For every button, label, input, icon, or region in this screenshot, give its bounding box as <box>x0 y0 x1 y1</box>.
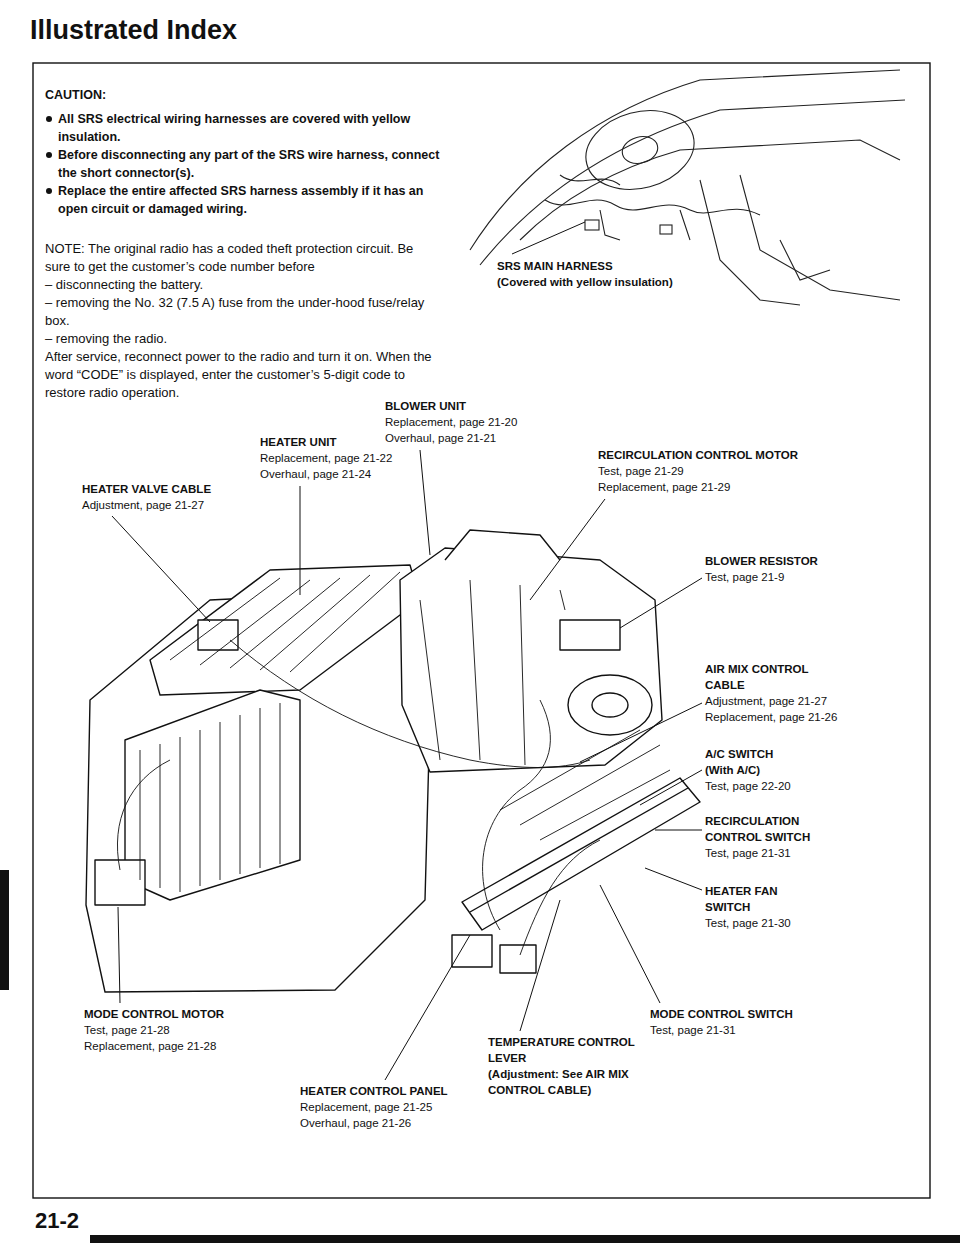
caution-text: Before disconnecting any part of the SRS… <box>58 146 453 182</box>
bullet-dots <box>46 116 52 194</box>
callout-label: MODE CONTROL MOTOR <box>84 1006 224 1022</box>
page-reference: Replacement, page 21-20 <box>385 414 517 430</box>
hatching <box>117 572 670 955</box>
callout-label: AIR MIX CONTROL CABLE <box>705 661 825 693</box>
page-reference: Overhaul, page 21-26 <box>300 1115 411 1131</box>
callout-label: A/C SWITCH <box>705 746 773 762</box>
page-reference: Replacement, page 21-29 <box>598 479 730 495</box>
page-reference: Replacement, page 21-28 <box>84 1038 216 1054</box>
heater-assembly <box>86 530 700 992</box>
callout-label: MODE CONTROL SWITCH <box>650 1006 793 1022</box>
page-reference: Replacement, page 21-22 <box>260 450 392 466</box>
page-reference: Test, page 21-9 <box>705 569 784 585</box>
callout-label: (Covered with yellow insulation) <box>497 274 673 290</box>
page-reference: Adjustment, page 21-27 <box>82 497 204 513</box>
tab-bar <box>0 870 9 990</box>
note-text: – removing the radio. <box>45 330 167 348</box>
dashboard-sketch <box>470 70 905 305</box>
callout-label: RECIRCULATION CONTROL SWITCH <box>705 813 825 845</box>
page-reference: Test, page 21-31 <box>650 1022 736 1038</box>
callout-label: BLOWER RESISTOR <box>705 553 818 569</box>
callout-label: (Adjustment: See AIR MIX CONTROL CABLE) <box>488 1066 648 1098</box>
callout-label: SRS MAIN HARNESS <box>497 258 613 274</box>
callout-label: HEATER FAN SWITCH <box>705 883 795 915</box>
callout-label: RECIRCULATION CONTROL MOTOR <box>598 447 798 463</box>
note-text: After service, reconnect power to the ra… <box>45 348 440 402</box>
page-title: Illustrated Index <box>30 14 237 46</box>
page-frame <box>33 63 930 1198</box>
callout-label: HEATER VALVE CABLE <box>82 481 211 497</box>
page-reference: Replacement, page 21-26 <box>705 709 837 725</box>
page-number: 21-2 <box>35 1208 79 1234</box>
page-reference: Replacement, page 21-25 <box>300 1099 432 1115</box>
note-text: – disconnecting the battery. <box>45 276 203 294</box>
callout-label: TEMPERATURE CONTROL LEVER <box>488 1034 648 1066</box>
note-text: – removing the No. 32 (7.5 A) fuse from … <box>45 294 440 330</box>
callout-label: BLOWER UNIT <box>385 398 466 414</box>
page-reference: Test, page 21-30 <box>705 915 791 931</box>
callout-label: HEATER UNIT <box>260 434 336 450</box>
caution-text: All SRS electrical wiring harnesses are … <box>58 110 453 146</box>
page-reference: Test, page 21-31 <box>705 845 791 861</box>
caution-text: Replace the entire affected SRS harness … <box>58 182 453 218</box>
leader-line <box>512 222 585 254</box>
bullet-dot <box>46 116 52 122</box>
note-text: NOTE: The original radio has a coded the… <box>45 240 440 276</box>
page-reference: Test, page 21-28 <box>84 1022 170 1038</box>
callout-label: HEATER CONTROL PANEL <box>300 1083 448 1099</box>
page-reference: Test, page 21-29 <box>598 463 684 479</box>
page-reference: Test, page 22-20 <box>705 778 791 794</box>
leader-lines <box>112 450 702 1080</box>
bullet-dot <box>46 152 52 158</box>
page-reference: Overhaul, page 21-21 <box>385 430 496 446</box>
bullet-dot <box>46 188 52 194</box>
page-reference: Overhaul, page 21-24 <box>260 466 371 482</box>
callout-label: (With A/C) <box>705 762 760 778</box>
footer-bar <box>90 1235 960 1243</box>
page-reference: Adjustment, page 21-27 <box>705 693 827 709</box>
caution-text: CAUTION: <box>45 86 106 104</box>
